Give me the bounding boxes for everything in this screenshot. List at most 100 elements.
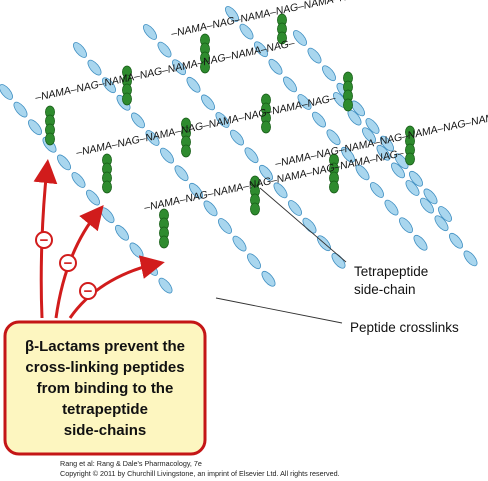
credit-line1: Rang et al: Rang & Dale's Pharmacology, … — [60, 459, 202, 468]
crosslink-bead — [434, 215, 449, 232]
crosslink-bead — [160, 147, 174, 164]
crosslink-bead — [293, 30, 307, 46]
glycan-strand-1: –NAMA–NAG–NAMA–NAG–NAMA–NAG– — [169, 0, 368, 40]
crosslink-bead — [131, 112, 145, 129]
crosslink-bead — [0, 84, 13, 100]
crosslink-bead — [189, 182, 203, 199]
side-chain-bead — [159, 235, 169, 249]
crosslink-bead — [129, 242, 144, 259]
crosslink-chain — [0, 84, 173, 294]
crosslink-bead — [326, 129, 341, 146]
side-chain-bead — [329, 180, 339, 194]
inhibition-badge-2: − — [59, 254, 77, 272]
crosslink-bead — [449, 232, 463, 249]
crosslink-bead — [297, 94, 312, 110]
crosslink-bead — [87, 59, 102, 76]
tetrapeptide-side-chain — [122, 65, 132, 106]
crosslink-bead — [244, 147, 259, 164]
crosslink-bead — [230, 129, 244, 146]
crosslink-bead — [322, 65, 336, 82]
tetrapeptide-side-chain — [277, 13, 287, 45]
crosslink-bead — [307, 47, 322, 64]
peptide-crosslinks-label: Peptide crosslinks — [350, 320, 459, 335]
crosslink-chain — [73, 42, 276, 287]
crosslink-bead — [13, 101, 28, 118]
inhibition-badge-1: − — [35, 231, 53, 249]
crosslink-bead — [232, 235, 247, 252]
crosslink-bead — [376, 144, 391, 161]
crosslink-bead — [225, 6, 239, 22]
crosslink-chain — [225, 6, 428, 251]
crosslink-bead — [283, 76, 297, 93]
box-text-line3: from binding to the — [37, 380, 174, 397]
crosslink-bead — [71, 172, 86, 188]
crosslink-bead — [355, 164, 370, 181]
crosslink-bead — [312, 111, 326, 128]
minus-icon: − — [40, 232, 49, 249]
tetrapeptide-side-chain — [250, 175, 260, 216]
crosslink-bead — [463, 250, 478, 267]
side-chain-bead — [261, 120, 271, 134]
crosslink-bead — [351, 100, 365, 117]
side-chain-bead — [200, 60, 210, 74]
box-text-line1: β-Lactams prevent the — [25, 338, 185, 355]
crosslink-bead — [394, 153, 409, 170]
tetrapeptide-side-chain — [159, 208, 169, 249]
crosslink-bead — [405, 180, 420, 196]
beta-lactam-box — [3, 320, 207, 456]
crosslink-bead — [254, 41, 268, 58]
crosslink-bead — [259, 164, 273, 181]
crosslink-bead — [370, 182, 384, 198]
crosslink-bead — [341, 146, 355, 163]
side-chain-bead — [122, 92, 132, 106]
crosslink-bead — [28, 119, 42, 136]
crosslink-pointer-line — [215, 297, 343, 324]
tetrapeptide-pointer-line — [259, 187, 347, 263]
minus-icon: − — [64, 255, 73, 272]
crosslink-bead — [413, 234, 428, 251]
side-chain-bead — [181, 144, 191, 158]
crosslink-bead — [420, 197, 434, 214]
crosslink-bead — [261, 270, 276, 287]
crosslink-bead — [100, 207, 115, 224]
crosslink-bead — [86, 189, 100, 206]
crosslink-bead — [399, 217, 413, 234]
tetrapeptide-side-chains — [45, 13, 415, 249]
crosslink-bead — [409, 170, 423, 187]
tetrapeptide-label-line2: side-chain — [354, 282, 416, 297]
peptide-crosslink-chains — [0, 6, 478, 294]
crosslink-bead — [157, 41, 172, 58]
crosslink-bead — [172, 59, 186, 76]
crosslink-bead — [143, 24, 157, 40]
crosslink-bead — [73, 42, 87, 58]
crosslink-bead — [203, 200, 218, 217]
crosslink-bead — [239, 23, 254, 40]
box-text-line2: cross-linking peptides — [25, 359, 184, 376]
crosslink-bead — [145, 130, 160, 146]
tetrapeptide-side-chain — [102, 153, 112, 194]
crosslink-bead — [186, 76, 201, 93]
side-chain-bead — [343, 98, 353, 112]
glycan-strand-4: –NAMA–NAG–NAMA–NAG–NAMA–NAG–NAMA–NAG– — [142, 147, 405, 214]
side-chain-bead — [45, 132, 55, 146]
crosslink-bead — [384, 199, 399, 216]
crosslink-bead — [201, 94, 215, 111]
crosslink-bead — [423, 188, 438, 205]
side-chain-bead — [250, 202, 260, 216]
crosslink-bead — [57, 154, 71, 171]
tetrapeptide-side-chain — [181, 117, 191, 158]
box-text-line5: side-chains — [64, 422, 147, 439]
crosslink-bead — [174, 165, 189, 182]
crosslink-bead — [215, 112, 230, 128]
box-text-line4: tetrapeptide — [62, 401, 148, 418]
side-chain-bead — [277, 31, 287, 45]
crosslink-bead — [218, 218, 232, 234]
tetrapeptide-side-chain — [200, 33, 210, 74]
tetrapeptide-side-chain — [405, 125, 415, 166]
tetrapeptide-side-chain — [329, 153, 339, 194]
crosslink-bead — [158, 277, 173, 294]
side-chain-bead — [102, 180, 112, 194]
crosslink-bead — [273, 182, 288, 199]
crosslink-chain — [333, 92, 478, 267]
